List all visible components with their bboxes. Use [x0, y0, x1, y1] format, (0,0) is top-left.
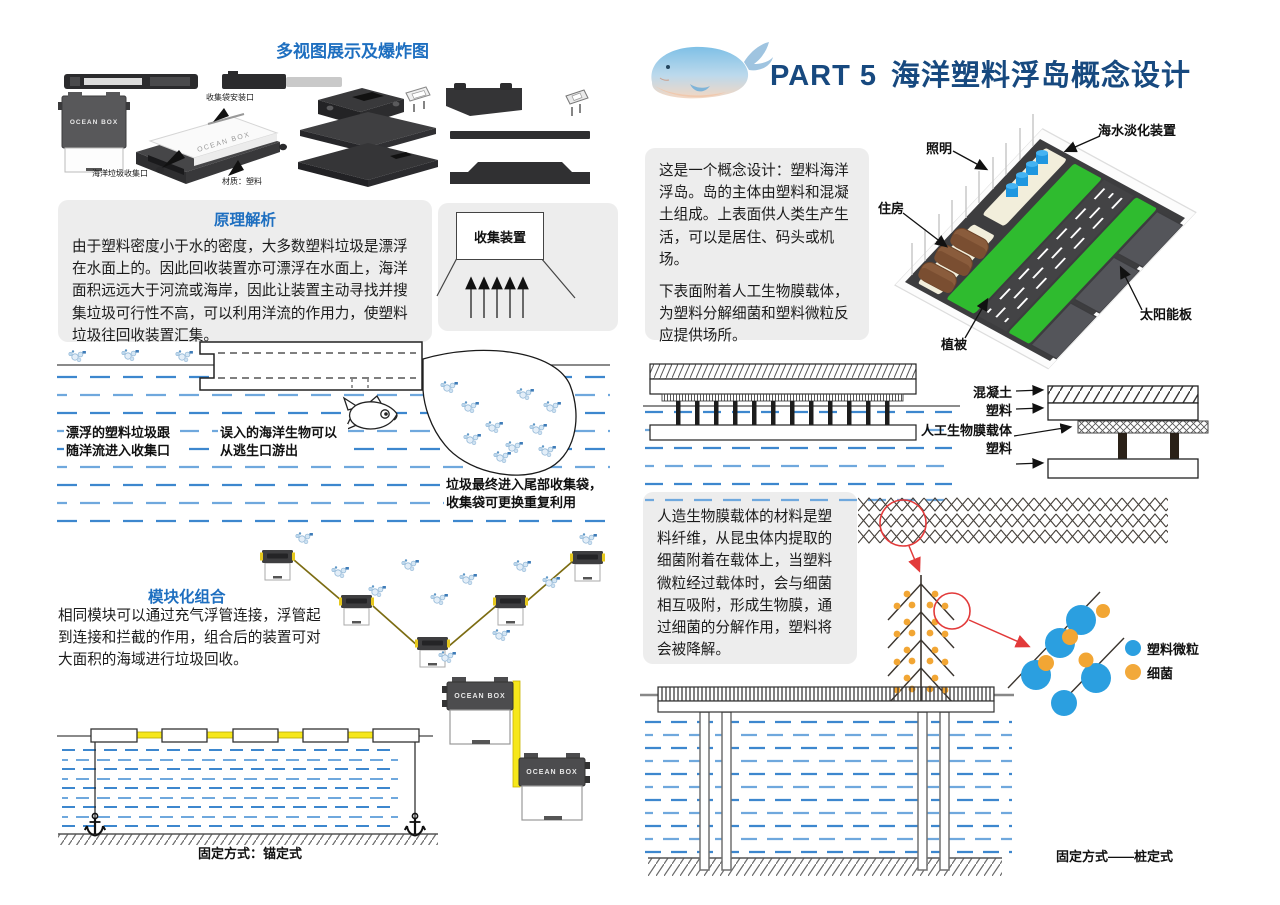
bag-port-label: 收集袋安装口: [206, 93, 254, 102]
biofilm-panel: 人造生物膜载体的材料是塑料纤维，从昆虫体内提取的细菌附着在载体上，当塑料微粒经过…: [643, 492, 857, 664]
fish-illustration: [342, 394, 398, 432]
plastic-top-label: 塑料: [985, 403, 1012, 418]
material-label: 材质：塑料: [222, 177, 262, 186]
fiber-net-diagram: [858, 497, 1168, 573]
part-name: 海洋塑料浮岛概念设计: [890, 60, 1191, 92]
desalination-label: 海水淡化装置: [1098, 123, 1177, 138]
collection-bag: [422, 349, 577, 476]
inflow-label: 漂浮的塑料垃圾跟随洋流进入收集口: [64, 424, 180, 460]
biofilm-carrier-label: 人工生物膜载体: [920, 423, 1012, 438]
legend-bacteria-dot: [1125, 664, 1141, 680]
profile-parts: [446, 83, 590, 184]
light-poles: [911, 114, 1034, 275]
concept-paragraph-2: 下表面附着人工生物膜载体，为塑料分解细菌和塑料微粒反应提供场所。: [659, 283, 849, 345]
collector-device-box: 收集装置: [456, 212, 544, 260]
module-a-label: OCEAN BOX: [454, 692, 506, 700]
ocean-box-front-label: OCEAN BOX: [69, 118, 119, 126]
concept-paragraph-1: 这是一个概念设计：塑料海洋浮岛。岛的主体由塑料和混凝土组成。上表面供人类生产生活…: [659, 163, 849, 268]
concept-panel: 这是一个概念设计：塑料海洋浮岛。岛的主体由塑料和混凝土组成。上表面供人类生产生活…: [645, 148, 869, 344]
whale-illustration: [651, 42, 773, 99]
pile-caption: 固定方式——桩定式: [1056, 849, 1174, 864]
part-title: PART 5 海洋塑料浮岛概念设计: [770, 52, 1191, 94]
modular-body: 相同模块可以通过充气浮管连接，浮管起到连接和拦截的作用，组合后的装置可对大面积的…: [58, 608, 321, 668]
principle-body: 由于塑料密度小于水的密度，大多数塑料垃圾是漂浮在水面上的。因此回收装置亦可漂浮在…: [72, 239, 408, 344]
legend-plastic-label: 塑料微粒: [1147, 642, 1200, 657]
module-b-label: OCEAN BOX: [526, 768, 578, 776]
anchor-caption: 固定方式：锚定式: [198, 846, 303, 861]
collector-device-label: 收集装置: [473, 229, 526, 245]
cross-section-diagram: [643, 363, 960, 502]
trash-port-label: 海洋垃圾收集口: [92, 169, 148, 178]
concrete-label: 混凝土: [972, 385, 1012, 400]
pile-foundation-diagram: [640, 686, 1014, 876]
fiber-branch-diagram: [887, 575, 1031, 705]
plastic-bottom-label: 塑料: [985, 441, 1012, 456]
housing-label: 住房: [878, 201, 905, 216]
bag-collect-label: 垃圾最终进入尾部收集袋，收集袋可更换重复利用: [444, 476, 610, 512]
exploded-stack: [298, 86, 438, 187]
layer-detail-diagram: [1013, 384, 1209, 479]
island-label-arrows: [902, 135, 1143, 339]
lighting-label: 照明: [926, 141, 953, 156]
microparticle-diagram: [1007, 591, 1141, 716]
solar-panel-label: 太阳能板: [1140, 307, 1193, 322]
principle-panel: 原理解析 由于塑料密度小于水的密度，大多数塑料垃圾是漂浮在水面上的。因此回收装置…: [58, 200, 432, 344]
ocean-box-3d: OCEAN BOX: [136, 113, 287, 184]
vegetation-label: 植被: [941, 337, 968, 352]
anchor-icon: [403, 812, 427, 837]
anchor-icon: [83, 812, 107, 837]
legend-plastic-dot: [1125, 640, 1141, 656]
part-number: PART 5: [770, 60, 877, 92]
escape-label: 误入的海洋生物可以从逃生口游出: [218, 424, 348, 460]
ocean-box-3d-label: OCEAN BOX: [197, 131, 252, 154]
principle-title: 原理解析: [213, 212, 276, 229]
desalination-units: [1006, 150, 1048, 197]
anchor-mooring-diagram: [57, 728, 438, 845]
modular-title: 模块化组合: [148, 589, 226, 606]
biofilm-body: 人造生物膜载体的材料是塑料纤维，从昆虫体内提取的细菌附着在载体上，当塑料微粒经过…: [657, 509, 833, 659]
legend-bacteria-label: 细菌: [1147, 666, 1174, 681]
collection-device: [199, 341, 423, 391]
exploded-view-title: 多视图展示及爆炸图: [276, 42, 429, 61]
housing-units: [918, 227, 989, 293]
